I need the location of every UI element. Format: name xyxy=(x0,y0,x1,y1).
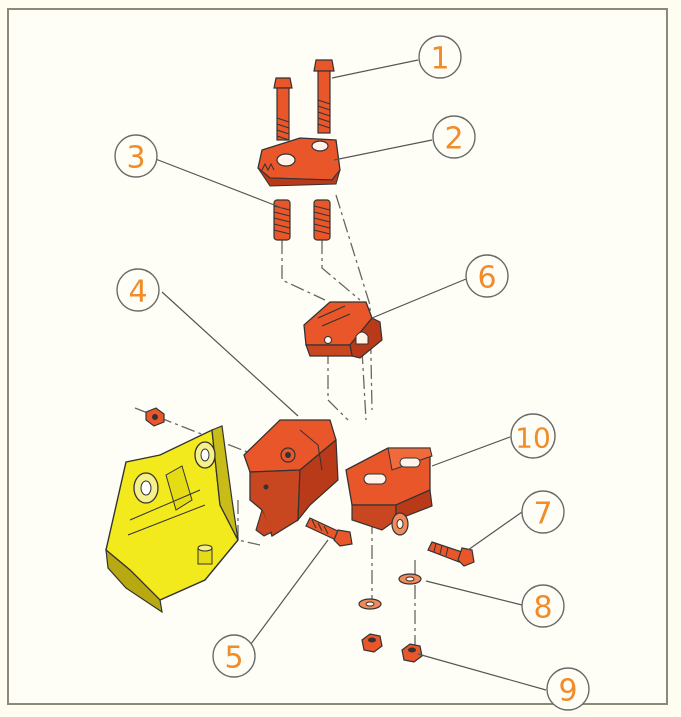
part-4-coupler-body xyxy=(243,419,339,537)
callout-9-label: 9 xyxy=(558,674,577,709)
part-5-bolt xyxy=(305,517,353,547)
mounting-bracket-yellow xyxy=(105,425,239,614)
callout-1: 1 xyxy=(418,35,462,79)
part-2-top-plate xyxy=(257,137,341,187)
washer-side xyxy=(391,512,409,536)
callout-5: 5 xyxy=(212,634,256,678)
hex-nut-bracket xyxy=(145,407,165,427)
callout-2-label: 2 xyxy=(444,122,463,157)
callout-7: 7 xyxy=(521,490,565,534)
part-6-guide-block xyxy=(303,301,383,359)
callout-10-label: 10 xyxy=(515,422,551,455)
part-8-washers xyxy=(358,573,422,610)
leader-lines xyxy=(152,59,547,691)
callout-8: 8 xyxy=(521,584,565,628)
callout-9: 9 xyxy=(546,667,590,711)
part-9-nuts xyxy=(361,633,423,663)
part-3-springs xyxy=(273,199,331,241)
callout-6: 6 xyxy=(465,254,509,298)
part-1-bolts xyxy=(273,59,335,141)
callout-10: 10 xyxy=(510,413,556,459)
part-7-bolt xyxy=(427,541,475,567)
callout-1-label: 1 xyxy=(430,42,449,77)
bolt-left xyxy=(273,77,293,141)
callout-2: 2 xyxy=(432,115,476,159)
callout-4: 4 xyxy=(116,268,160,312)
assembly-centerlines xyxy=(134,194,416,650)
callout-7-label: 7 xyxy=(533,497,552,532)
callout-8-label: 8 xyxy=(533,591,552,626)
callout-4-label: 4 xyxy=(128,275,147,310)
bolt-right xyxy=(313,59,335,134)
callout-5-label: 5 xyxy=(224,641,243,676)
callout-3-label: 3 xyxy=(126,141,145,176)
part-10-bracket xyxy=(345,447,433,531)
callout-6-label: 6 xyxy=(477,261,496,296)
callout-3: 3 xyxy=(114,134,158,178)
